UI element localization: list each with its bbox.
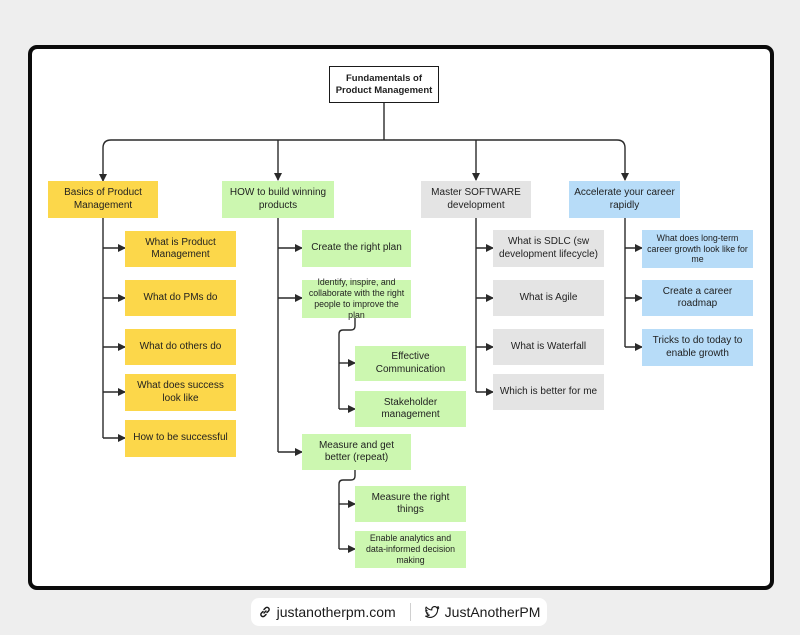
node-software-2: What is Agile <box>493 280 604 316</box>
node-label: What does long-term career growth look l… <box>647 232 748 265</box>
node-label: Enable analytics and data-informed decis… <box>366 533 455 565</box>
node-label: Measure and get better (repeat) <box>318 439 395 464</box>
node-label: What is Agile <box>519 291 578 303</box>
node-career-2: Create a career roadmap <box>642 280 753 316</box>
website-link[interactable]: justanotherpm.com <box>258 604 396 620</box>
node-build-3: Measure and get better (repeat) <box>302 434 411 470</box>
node-build-1: Create the right plan <box>302 230 411 267</box>
branch-career-label: Accelerate your career rapidly <box>574 187 675 211</box>
node-software-3: What is Waterfall <box>493 329 604 365</box>
node-label: Tricks to do today to enable growth <box>652 335 743 359</box>
node-label: What do PMs do <box>143 291 218 303</box>
node-label: What is SDLC (sw development lifecycle) <box>499 236 598 260</box>
branch-software-label: Master SOFTWARE development <box>431 187 521 211</box>
node-basics-1: What is Product Management <box>125 231 236 267</box>
node-build-2b: Stakeholder management <box>355 391 466 427</box>
node-build-2a: Effective Communication <box>355 346 466 381</box>
branch-build-label: HOW to build winning products <box>229 187 327 211</box>
node-label: Create a career roadmap <box>662 285 733 310</box>
node-label: Stakeholder management <box>381 396 440 421</box>
branch-build: HOW to build winning products <box>222 181 334 218</box>
node-label: Effective Communication <box>375 351 446 375</box>
twitter-bird-icon <box>424 605 440 619</box>
node-software-1: What is SDLC (sw development lifecycle) <box>493 230 604 267</box>
node-label: Measure the right things <box>371 491 450 516</box>
node-build-3a: Measure the right things <box>355 486 466 522</box>
node-label: What do others do <box>139 340 222 352</box>
node-basics-5: How to be successful <box>125 420 236 457</box>
node-career-1: What does long-term career growth look l… <box>642 230 753 268</box>
node-label: What does success look like <box>137 380 224 404</box>
root-node-label: Fundamentals of Product Management <box>335 72 433 96</box>
node-basics-2: What do PMs do <box>125 280 236 316</box>
node-career-3: Tricks to do today to enable growth <box>642 329 753 366</box>
node-label: Create the right plan <box>311 242 402 254</box>
node-label: How to be successful <box>133 432 228 444</box>
branch-basics: Basics of Product Management <box>48 181 158 218</box>
node-label: What is Waterfall <box>510 340 587 352</box>
root-node: Fundamentals of Product Management <box>329 66 439 103</box>
node-basics-3: What do others do <box>125 329 236 365</box>
node-basics-4: What does success look like <box>125 374 236 411</box>
node-build-3b: Enable analytics and data-informed decis… <box>355 531 466 568</box>
branch-career: Accelerate your career rapidly <box>569 181 680 218</box>
node-software-4: Which is better for me <box>493 374 604 410</box>
twitter-label: JustAnotherPM <box>444 604 541 620</box>
node-label: What is Product Management <box>145 236 216 261</box>
node-build-2: Identify, inspire, and collaborate with … <box>302 277 411 320</box>
footer-bar: justanotherpm.com JustAnotherPM <box>251 598 547 626</box>
branch-software: Master SOFTWARE development <box>421 181 531 218</box>
node-label: Which is better for me <box>499 385 598 397</box>
node-label: Identify, inspire, and collaborate with … <box>308 277 405 320</box>
twitter-link[interactable]: JustAnotherPM <box>424 604 541 620</box>
link-icon <box>258 605 272 619</box>
branch-basics-label: Basics of Product Management <box>64 187 142 211</box>
website-label: justanotherpm.com <box>276 604 396 620</box>
footer-divider <box>409 603 411 621</box>
